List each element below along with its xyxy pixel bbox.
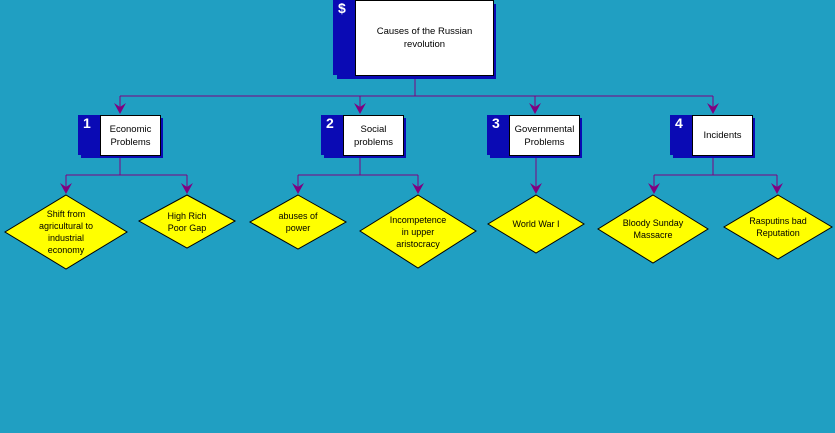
root-label: Causes of the Russian revolution <box>355 0 494 76</box>
arrowhead-icon <box>354 103 366 114</box>
arrowhead-icon <box>530 183 542 194</box>
arrowhead-icon <box>292 183 304 194</box>
leaf-label: World War I <box>512 219 560 229</box>
category-tab-marker: 2 <box>321 115 343 155</box>
category-tab-marker: 1 <box>78 115 100 155</box>
category-label: Economic Problems <box>100 115 161 156</box>
category-label: Incidents <box>692 115 753 156</box>
category-node-governmental[interactable]: 3 Governmental Problems <box>487 115 582 158</box>
leaf-diamond-incompetence[interactable]: Incompetence in upper aristocracy <box>358 193 478 270</box>
category-label: Social problems <box>343 115 404 156</box>
arrowhead-icon <box>771 183 783 194</box>
leaf-diamond-rich-poor-gap[interactable]: High Rich Poor Gap <box>137 193 237 250</box>
leaf-label: Rasputins bad Reputation <box>749 216 807 238</box>
leaf-label: Bloody Sunday Massacre <box>622 218 684 240</box>
category-node-incidents[interactable]: 4 Incidents <box>670 115 755 158</box>
leaf-diamond-rasputin[interactable]: Rasputins bad Reputation <box>722 193 834 261</box>
root-tab-marker: $ <box>333 0 357 75</box>
leaf-label: abuses of power <box>278 211 318 233</box>
arrowhead-icon <box>707 103 719 114</box>
leaf-diamond-world-war-i[interactable]: World War I <box>486 193 586 255</box>
root-node[interactable]: $ Causes of the Russian revolution <box>333 0 496 79</box>
leaf-label: Incompetence in upper aristocracy <box>389 214 447 249</box>
arrowhead-icon <box>412 183 424 194</box>
category-node-social[interactable]: 2 Social problems <box>321 115 406 158</box>
category-node-economic[interactable]: 1 Economic Problems <box>78 115 163 158</box>
arrowhead-icon <box>648 183 660 194</box>
arrowhead-icon <box>60 183 72 194</box>
category-tab-marker: 4 <box>670 115 692 155</box>
category-label: Governmental Problems <box>509 115 580 156</box>
arrowhead-icon <box>114 103 126 114</box>
arrowhead-icon <box>181 183 193 194</box>
leaf-diamond-bloody-sunday[interactable]: Bloody Sunday Massacre <box>596 193 710 265</box>
arrowhead-icon <box>529 103 541 114</box>
leaf-label: High Rich Poor Gap <box>167 210 207 233</box>
category-tab-marker: 3 <box>487 115 509 155</box>
leaf-diamond-shift-economy[interactable]: Shift from agricultural to industrial ec… <box>3 193 129 271</box>
leaf-label: Shift from agricultural to industrial ec… <box>38 209 94 255</box>
leaf-diamond-abuses-of-power[interactable]: abuses of power <box>248 193 348 251</box>
